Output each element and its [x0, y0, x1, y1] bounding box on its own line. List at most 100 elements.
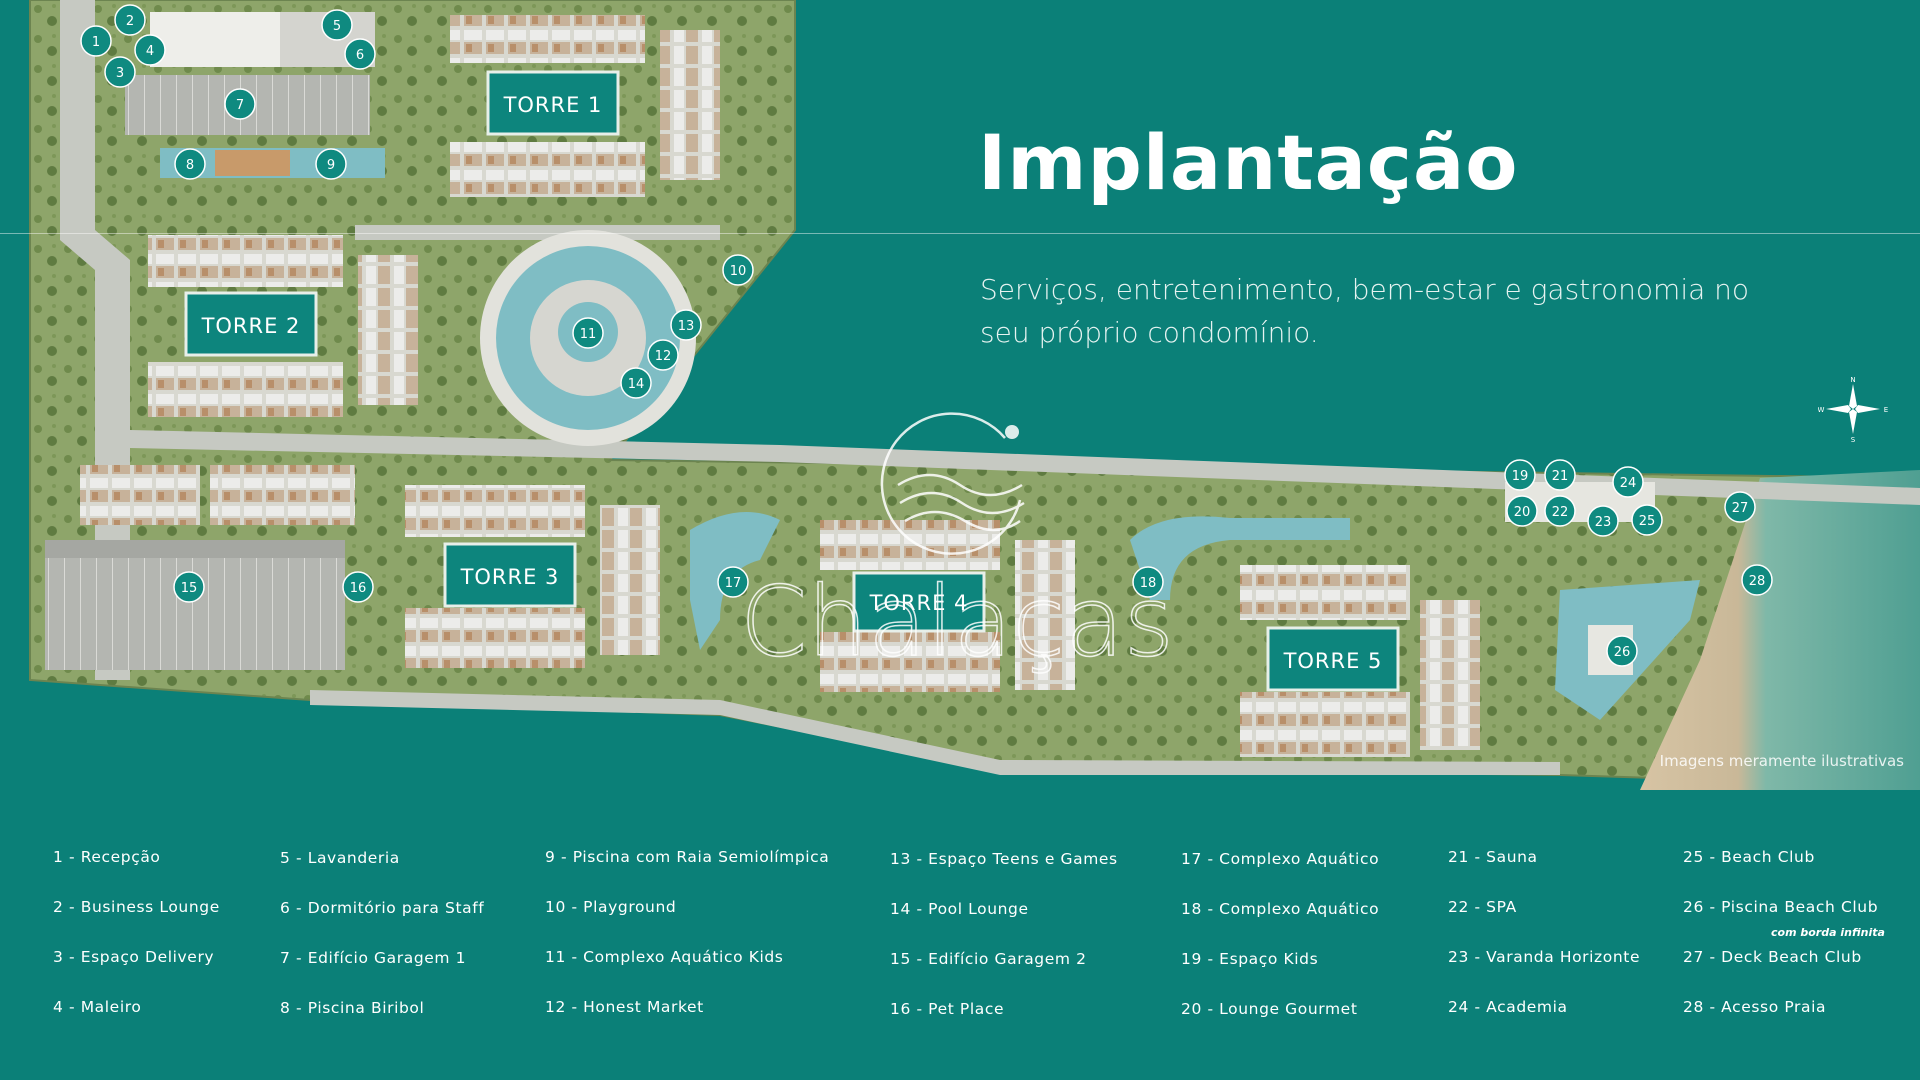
svg-text:13: 13 — [678, 319, 695, 334]
svg-text:TORRE 2: TORRE 2 — [201, 314, 301, 338]
legend-item: 14 - Pool Lounge — [890, 900, 1029, 918]
marker-3[interactable]: 3 — [104, 56, 136, 88]
legend-item: 1 - Recepção — [53, 848, 161, 866]
legend-item: 11 - Complexo Aquático Kids — [545, 948, 784, 966]
marker-13[interactable]: 13 — [670, 309, 702, 341]
marker-26[interactable]: 26 — [1606, 635, 1638, 667]
legend-item: 12 - Honest Market — [545, 998, 704, 1016]
legend-item: 9 - Piscina com Raia Semiolímpica — [545, 848, 830, 866]
legend-item: 7 - Edifício Garagem 1 — [280, 949, 467, 967]
tower-2-buildings — [148, 235, 418, 417]
legend-item: 26 - Piscina Beach Club — [1683, 898, 1879, 916]
marker-9[interactable]: 9 — [315, 148, 347, 180]
marker-28[interactable]: 28 — [1741, 564, 1773, 596]
svg-text:TORRE 1: TORRE 1 — [503, 93, 603, 117]
marker-27[interactable]: 27 — [1724, 491, 1756, 523]
svg-text:TORRE 3: TORRE 3 — [460, 565, 560, 589]
marker-19[interactable]: 19 — [1504, 459, 1536, 491]
aquatic-complex-18-pool — [1130, 516, 1350, 600]
tower-4-buildings — [820, 520, 1075, 692]
legend-item: 21 - Sauna — [1448, 848, 1538, 866]
tower-5-label: TORRE 5 — [1266, 626, 1400, 692]
legend-item: 19 - Espaço Kids — [1181, 950, 1319, 968]
svg-text:TORRE 4: TORRE 4 — [869, 591, 969, 615]
svg-text:18: 18 — [1140, 576, 1157, 591]
illustrative-disclaimer: Imagens meramente ilustrativas — [1659, 752, 1904, 770]
legend-item: 2 - Business Lounge — [53, 898, 220, 916]
marker-4[interactable]: 4 — [134, 34, 166, 66]
site-plan-map: TORRE 1 TORRE 2 TORRE 3 TORRE 4 TORRE 5 … — [29, 0, 1920, 790]
marker-10[interactable]: 10 — [722, 254, 754, 286]
legend-item: 27 - Deck Beach Club — [1683, 948, 1862, 966]
svg-text:19: 19 — [1512, 469, 1529, 484]
marker-21[interactable]: 21 — [1544, 459, 1576, 491]
marker-12[interactable]: 12 — [647, 339, 679, 371]
marker-14[interactable]: 14 — [620, 367, 652, 399]
marker-8[interactable]: 8 — [174, 148, 206, 180]
tower-3-label: TORRE 3 — [443, 542, 577, 608]
page-subtitle: Serviços, entretenimento, bem-estar e ga… — [980, 273, 1750, 349]
legend-item: 6 - Dormitório para Staff — [280, 899, 485, 917]
chalacas-logo: Chalaças — [739, 412, 1175, 679]
amenities-legend: 1 - Recepção 2 - Business Lounge 3 - Esp… — [0, 848, 1920, 1048]
svg-text:10: 10 — [730, 264, 747, 279]
marker-1[interactable]: 1 — [80, 25, 112, 57]
legend-item: 22 - SPA — [1448, 898, 1517, 916]
svg-text:26: 26 — [1614, 645, 1631, 660]
marker-6[interactable]: 6 — [344, 38, 376, 70]
garage-building-2 — [45, 540, 345, 670]
legend-item: 10 - Playground — [545, 898, 677, 916]
tower-2-lower-blocks — [80, 465, 355, 525]
compass-west: W — [1818, 406, 1825, 414]
svg-text:25: 25 — [1639, 514, 1656, 529]
legend-item: 25 - Beach Club — [1683, 848, 1815, 866]
svg-text:4: 4 — [146, 44, 154, 59]
legend-item: 16 - Pet Place — [890, 1000, 1005, 1018]
compass-east: E — [1884, 406, 1888, 414]
tower-1-buildings — [450, 15, 720, 197]
svg-text:16: 16 — [350, 581, 367, 596]
svg-text:14: 14 — [628, 377, 645, 392]
legend-item: 15 - Edifício Garagem 2 — [890, 950, 1087, 968]
tower-2-label: TORRE 2 — [184, 291, 318, 357]
compass-south: S — [1851, 436, 1856, 442]
marker-20[interactable]: 20 — [1506, 495, 1538, 527]
title-divider — [0, 233, 1920, 234]
legend-note-infinity-edge: com borda infinita — [1771, 926, 1885, 939]
marker-18[interactable]: 18 — [1132, 566, 1164, 598]
legend-item: 5 - Lavanderia — [280, 849, 400, 867]
svg-text:3: 3 — [116, 66, 124, 81]
svg-text:1: 1 — [92, 35, 100, 50]
marker-16[interactable]: 16 — [342, 571, 374, 603]
marker-15[interactable]: 15 — [173, 571, 205, 603]
svg-text:12: 12 — [655, 349, 672, 364]
marker-7[interactable]: 7 — [224, 88, 256, 120]
marker-24[interactable]: 24 — [1612, 466, 1644, 498]
logo-wordmark: Chalaças — [740, 566, 1174, 678]
compass-north: N — [1850, 376, 1855, 384]
svg-text:28: 28 — [1749, 574, 1766, 589]
marker-11[interactable]: 11 — [572, 317, 604, 349]
aquatic-complex-17-pool — [690, 512, 780, 650]
marker-25[interactable]: 25 — [1631, 504, 1663, 536]
compass-rose-icon: N S E W — [1818, 376, 1888, 442]
marker-22[interactable]: 22 — [1544, 495, 1576, 527]
marker-23[interactable]: 23 — [1587, 505, 1619, 537]
tower-3-buildings — [405, 485, 660, 668]
svg-text:24: 24 — [1620, 476, 1637, 491]
marker-17[interactable]: 17 — [717, 566, 749, 598]
tower-1-label: TORRE 1 — [486, 70, 620, 136]
svg-text:27: 27 — [1732, 501, 1749, 516]
marker-2[interactable]: 2 — [114, 4, 146, 36]
svg-text:23: 23 — [1595, 515, 1612, 530]
tower-4-label: TORRE 4 — [852, 571, 986, 633]
legend-item: 17 - Complexo Aquático — [1181, 850, 1380, 868]
svg-text:22: 22 — [1552, 505, 1569, 520]
legend-item: 3 - Espaço Delivery — [53, 948, 215, 966]
legend-item: 13 - Espaço Teens e Games — [890, 850, 1118, 868]
svg-text:20: 20 — [1514, 505, 1531, 520]
svg-text:8: 8 — [186, 158, 194, 173]
svg-text:6: 6 — [356, 48, 364, 63]
marker-5[interactable]: 5 — [321, 9, 353, 41]
svg-text:2: 2 — [126, 14, 134, 29]
